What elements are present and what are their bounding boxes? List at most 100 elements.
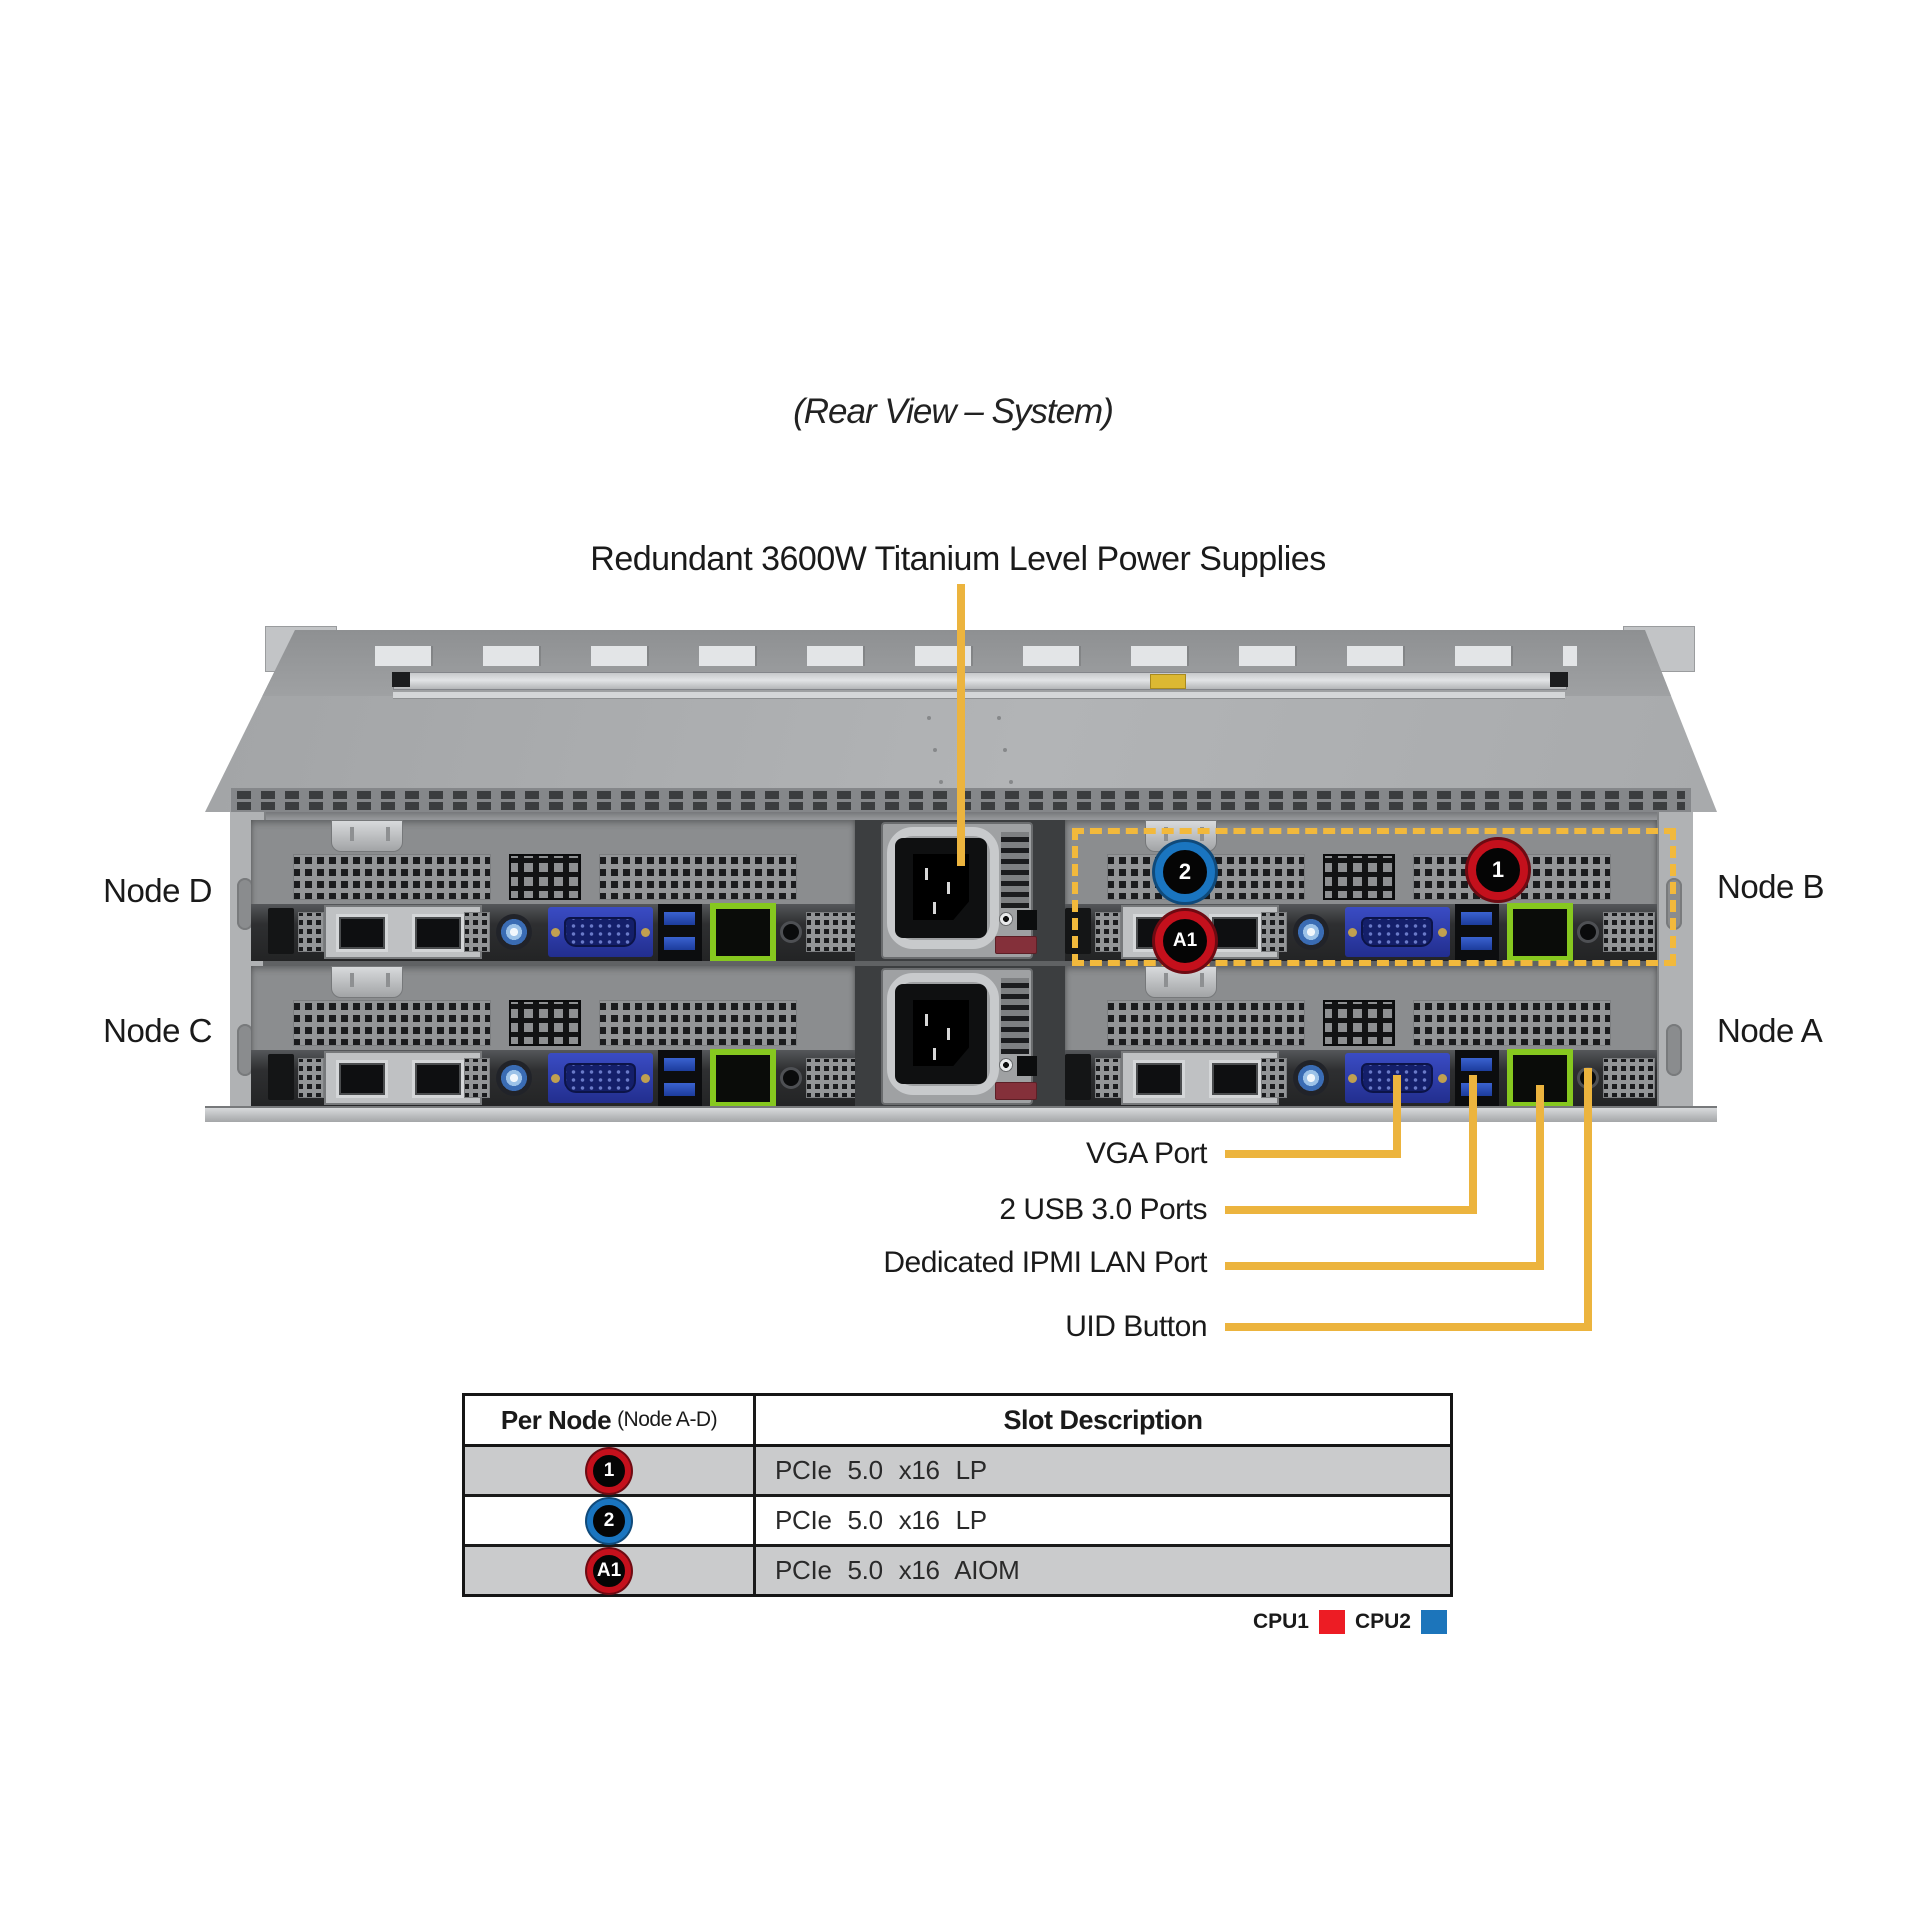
thumbscrew <box>1293 1060 1329 1096</box>
usb-callout-line-v <box>1469 1075 1477 1214</box>
small-vent <box>806 1058 858 1098</box>
usb-port-top <box>1461 1058 1492 1071</box>
small-vent <box>464 912 490 952</box>
power-supply-unit <box>881 822 1037 959</box>
psu-handle <box>887 827 999 949</box>
vga-screw-left <box>1348 928 1357 937</box>
slotA1-marker-text: A1 <box>1172 930 1198 951</box>
node-port-strip <box>1065 1049 1657 1108</box>
slotA1-table-marker: A1 <box>587 1548 631 1593</box>
uid-button <box>783 1070 799 1086</box>
psu-bay-bottom <box>855 966 1065 1107</box>
usb-3-0-ports <box>1455 1050 1499 1107</box>
slot1-marker-text: 1 <box>1491 857 1505 882</box>
psu-release-clip <box>995 936 1037 954</box>
psu-switch <box>1017 910 1037 930</box>
small-vent <box>298 1058 324 1098</box>
slot1-table-marker: 1 <box>587 1448 631 1493</box>
table-header-row: Per Node (Node A-D) Slot Description <box>465 1396 1450 1447</box>
table-header-slot-description: Slot Description <box>1003 1404 1203 1435</box>
cpu2-legend-label: CPU2 <box>1354 1610 1411 1633</box>
psu-vents <box>1001 978 1029 1054</box>
cpu1-legend-label: CPU1 <box>1252 1610 1309 1633</box>
lid-slot-cutouts <box>375 646 1577 666</box>
small-vent <box>1261 1058 1287 1098</box>
psu-vents <box>1001 832 1029 908</box>
slot1-marker: 1 <box>1468 840 1528 900</box>
node-latch <box>1145 966 1217 998</box>
node-c-label: Node C <box>103 1012 212 1049</box>
psu-power-inlet <box>895 838 987 938</box>
chassis-bottom-edge <box>205 1106 1717 1122</box>
usb-port-bottom <box>664 1083 695 1096</box>
lan-port-2 <box>1209 1060 1261 1098</box>
port-end-cap <box>1065 908 1091 954</box>
node-panel-inner <box>251 820 858 962</box>
slot2-marker: 2 <box>1155 842 1215 902</box>
ear-latch <box>1666 1024 1682 1076</box>
psu-handle <box>887 973 999 1095</box>
usb-ports-label: 2 USB 3.0 Ports <box>999 1193 1207 1226</box>
pcie-slot-vent-right <box>599 1000 797 1046</box>
vga-port <box>548 1053 653 1103</box>
pcie-slot-vent-right <box>1413 1000 1611 1046</box>
vga-callout-line-v <box>1393 1075 1401 1158</box>
small-vent <box>464 1058 490 1098</box>
usb-3-0-ports <box>658 1050 702 1107</box>
usb-port-top <box>664 912 695 925</box>
vga-port-label: VGA Port <box>1085 1137 1208 1170</box>
lan-port-1 <box>336 1060 388 1098</box>
vga-connector <box>564 1063 636 1093</box>
psu-release-clip <box>995 1082 1037 1100</box>
node-a-label: Node A <box>1717 1012 1823 1049</box>
usb-port-bottom <box>664 937 695 950</box>
lid-ridge <box>393 692 1565 699</box>
lan-port-2 <box>1209 914 1261 952</box>
ipmi-lan-port <box>710 903 776 962</box>
pcie-slot-vent-left <box>293 1000 491 1046</box>
thumbscrew <box>496 914 532 950</box>
slot2-table-marker: 2 <box>587 1498 631 1543</box>
table-row: 1 PCIe 5.0 x16 LP <box>465 1447 1450 1494</box>
usb-3-0-ports <box>658 904 702 961</box>
slot-description-table: Per Node (Node A-D) Slot Description 1 P… <box>462 1393 1453 1597</box>
uid-callout-line-v <box>1584 1068 1592 1331</box>
pcie-slot-vent-left <box>293 854 491 900</box>
ipmi-lan-label: Dedicated IPMI LAN Port <box>883 1246 1207 1279</box>
slotA1-description: PCIe 5.0 x16 AIOM <box>775 1555 1020 1585</box>
node-panel-inner <box>1065 966 1657 1108</box>
warning-sticker <box>1150 674 1186 689</box>
vga-port <box>1345 907 1450 957</box>
thumbscrew <box>1293 914 1329 950</box>
node-b-highlight-box <box>1072 828 1676 966</box>
usb-port-top <box>1461 912 1492 925</box>
vent-block-dark <box>509 1000 581 1046</box>
usb-port-top <box>664 1058 695 1071</box>
vga-port <box>548 907 653 957</box>
cpu-legend: CPU1 CPU2 <box>1160 1610 1447 1634</box>
small-vent <box>806 912 858 952</box>
psu-indicator-led <box>999 1058 1013 1072</box>
small-vent <box>1603 1058 1655 1098</box>
dual-lan-module <box>1121 905 1279 959</box>
psu-callout-line <box>957 584 965 866</box>
slotA1-marker: A1 <box>1155 911 1215 971</box>
lid-screw-dots <box>927 716 931 720</box>
dual-lan-module <box>1121 1051 1279 1105</box>
vent-block-dark <box>509 854 581 900</box>
vent-block-dark <box>1323 854 1395 900</box>
small-vent <box>1095 1058 1121 1098</box>
node-range-note: (Node A-D) <box>617 1408 718 1431</box>
psu-callout-label: Redundant 3600W Titanium Level Power Sup… <box>590 540 1326 578</box>
ear-latch <box>237 1024 253 1076</box>
lan-port-1 <box>1133 1060 1185 1098</box>
psu-indicator-led <box>999 912 1013 926</box>
slot1-description: PCIe 5.0 x16 LP <box>775 1455 987 1485</box>
node-d-label: Node D <box>103 872 212 909</box>
uid-button <box>783 924 799 940</box>
table-row: A1 PCIe 5.0 x16 AIOM <box>465 1544 1450 1594</box>
lan-port-1 <box>336 914 388 952</box>
psu-power-inlet <box>895 984 987 1084</box>
small-vent <box>298 912 324 952</box>
